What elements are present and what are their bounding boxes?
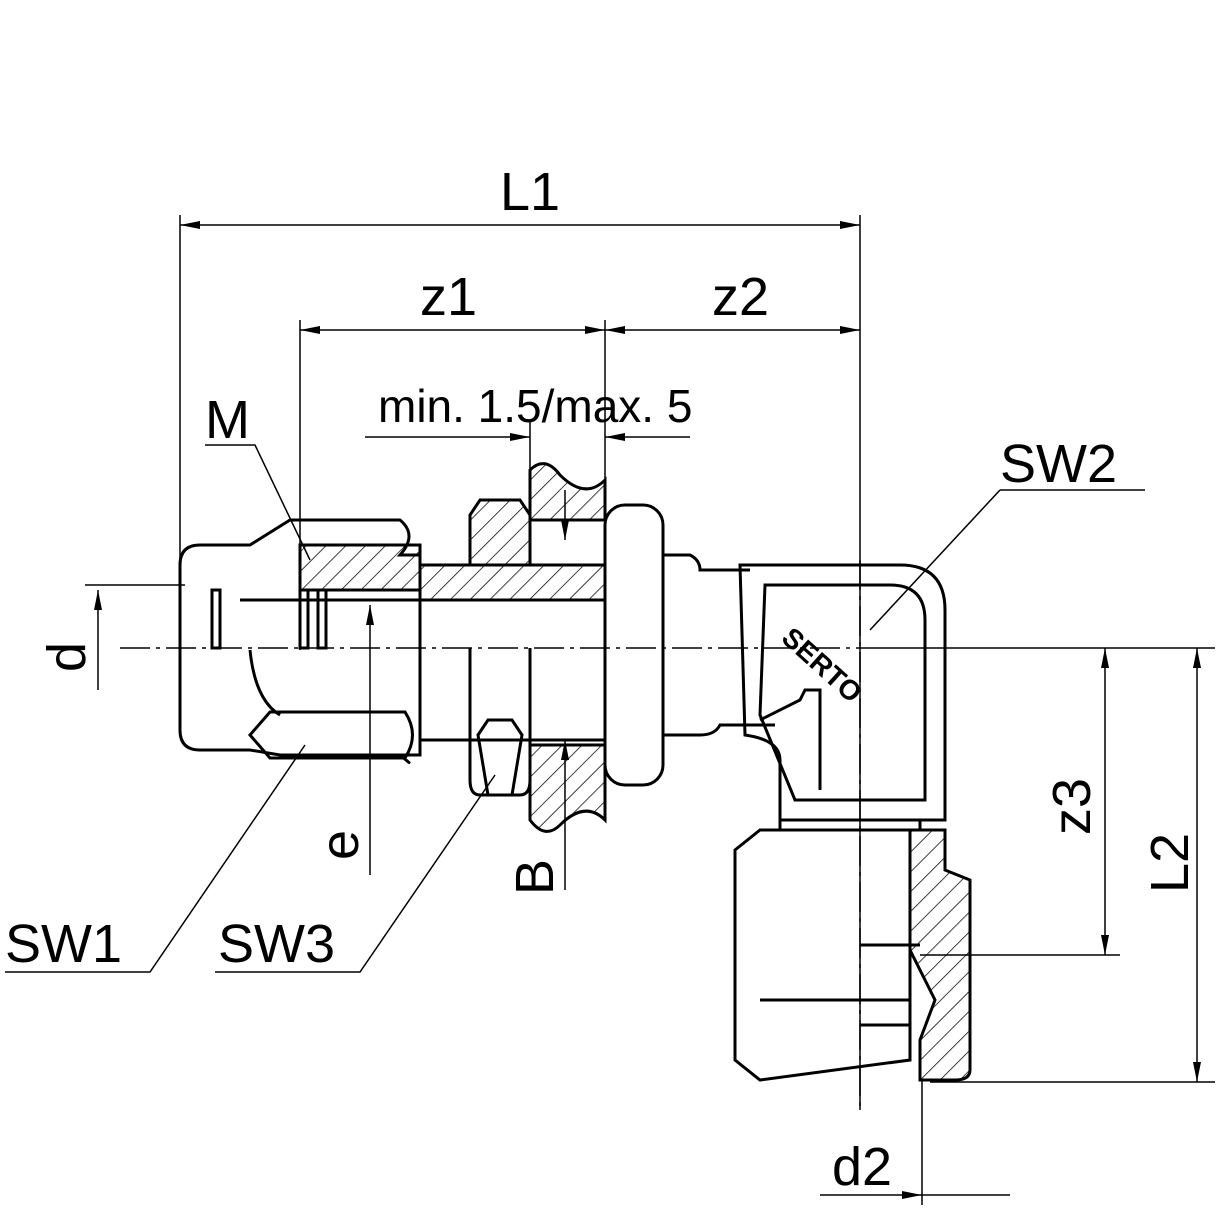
label-SW2: SW2 [1000,434,1117,494]
serto-logo: SERTO [776,621,868,708]
dimension-lines [5,215,1215,1205]
elbow-body-sw2: SERTO [738,563,947,822]
label-L1: L1 [500,162,560,222]
label-d2: d2 [832,1137,892,1197]
label-z1: z1 [420,267,477,327]
label-B: B [505,859,565,895]
label-z3: z3 [1042,778,1102,835]
label-z2: z2 [712,267,769,327]
label-M: M [205,390,250,450]
nut-sw1 [178,518,422,764]
bulkhead-body [240,462,775,833]
dimension-labels: L1 z1 z2 M min. 1.5/max. 5 SW2 d e B SW1… [5,162,1200,1197]
label-panel-thickness: min. 1.5/max. 5 [378,380,692,432]
label-d: d [37,642,97,672]
label-SW3: SW3 [218,914,335,974]
lower-nut [733,818,972,1082]
label-e: e [310,830,370,860]
label-SW1: SW1 [5,914,122,974]
label-L2: L2 [1140,833,1200,893]
